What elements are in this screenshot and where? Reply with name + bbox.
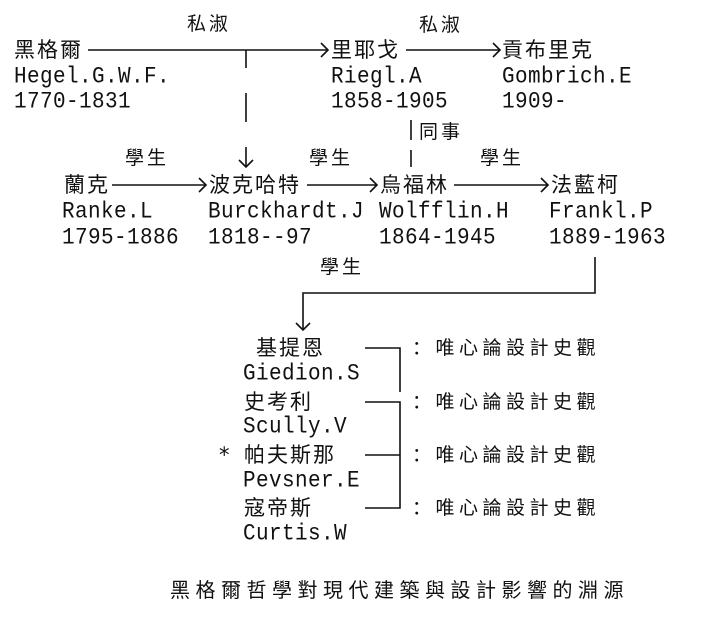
person-pevsner-name: Pevsner.E bbox=[243, 468, 361, 495]
person-ranke-years: 1795-1886 bbox=[62, 225, 180, 252]
view-scully: ：唯心論設計史觀 bbox=[412, 391, 601, 413]
person-hegel-years: 1770-1831 bbox=[14, 89, 132, 116]
person-gombrich-years: 1909- bbox=[502, 89, 568, 116]
arrowhead-icon bbox=[238, 159, 254, 169]
person-hegel-name: Hegel.G.W.F. bbox=[14, 64, 171, 91]
person-ranke-zh: 蘭克 bbox=[64, 173, 110, 197]
arrowhead-icon bbox=[295, 322, 311, 332]
person-frankl-zh: 法藍柯 bbox=[551, 173, 620, 197]
arrowhead-icon bbox=[492, 42, 502, 58]
label-student: 學生 bbox=[309, 147, 354, 169]
person-wolfflin-zh: 烏福林 bbox=[380, 173, 449, 197]
person-giedion-zh: 基提恩 bbox=[256, 336, 325, 360]
person-riegl-name: Riegl.A bbox=[331, 64, 423, 91]
arrow-frankl-giedion bbox=[302, 257, 596, 330]
label-student: 學生 bbox=[480, 147, 525, 169]
view-pevsner: ：唯心論設計史觀 bbox=[412, 444, 601, 466]
label-student: 學生 bbox=[125, 147, 170, 169]
asterisk-marker: * bbox=[219, 443, 232, 467]
person-scully-name: Scully.V bbox=[243, 414, 348, 441]
figure-caption: 黑格爾哲學對現代建築與設計影響的淵源 bbox=[170, 578, 629, 602]
person-wolfflin-years: 1864-1945 bbox=[379, 225, 497, 252]
arrowhead-icon bbox=[198, 177, 208, 193]
person-frankl-name: Frankl.P bbox=[549, 199, 654, 226]
person-curtis-name: Curtis.W bbox=[243, 521, 348, 548]
view-curtis: ：唯心論設計史觀 bbox=[412, 497, 601, 519]
arrowhead-icon bbox=[540, 177, 550, 193]
person-frankl-years: 1889-1963 bbox=[549, 225, 667, 252]
label-private-disciple: 私淑 bbox=[187, 13, 232, 35]
view-giedion: ：唯心論設計史觀 bbox=[412, 337, 601, 359]
label-student: 學生 bbox=[320, 256, 365, 278]
arrowhead-icon bbox=[369, 177, 379, 193]
person-riegl-years: 1858-1905 bbox=[331, 89, 449, 116]
label-private-disciple: 私淑 bbox=[419, 14, 464, 36]
person-burckhardt-zh: 波克哈特 bbox=[209, 173, 301, 197]
person-scully-zh: 史考利 bbox=[244, 390, 313, 414]
person-burckhardt-years: 1818--97 bbox=[208, 225, 313, 252]
person-burckhardt-name: Burckhardt.J bbox=[208, 199, 365, 226]
person-pevsner-zh: 帕夫斯那 bbox=[244, 443, 336, 467]
person-riegl-zh: 里耶戈 bbox=[331, 38, 400, 62]
label-colleague: 同事 bbox=[419, 121, 464, 143]
person-gombrich-name: Gombrich.E bbox=[502, 64, 633, 91]
person-gombrich-zh: 貢布里克 bbox=[502, 38, 594, 62]
person-wolfflin-name: Wolfflin.H bbox=[379, 199, 510, 226]
person-ranke-name: Ranke.L bbox=[62, 199, 154, 226]
person-giedion-name: Giedion.S bbox=[243, 361, 361, 388]
bracket-giedion bbox=[365, 347, 401, 392]
person-hegel-zh: 黑格爾 bbox=[14, 38, 83, 62]
arrowhead-icon bbox=[320, 42, 330, 58]
person-curtis-zh: 寇帝斯 bbox=[244, 496, 313, 520]
